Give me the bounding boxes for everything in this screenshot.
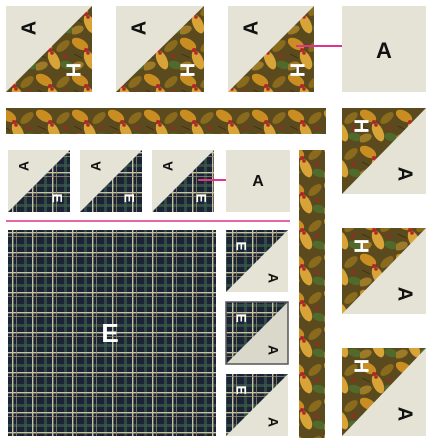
small-hst-block-2: A E [80,150,142,212]
small-hst-e-a-block-2: E A [226,302,288,364]
hst-block-1: A H [6,6,92,92]
square-a-small: A [226,150,290,212]
leaves-strip-horizontal [6,108,326,134]
label-h: H [62,63,84,77]
label-e: E [101,318,118,348]
label-a: A [265,345,281,355]
large-plaid-square-e: E [8,230,216,436]
label-a: A [376,38,392,63]
label-e: E [121,193,137,202]
hst-h-a-block-2: H A [342,228,426,314]
square-a-large: A [342,6,426,92]
label-a: A [160,161,176,171]
hst-block-3: A H [228,6,314,92]
label-a: A [128,21,150,35]
label-e: E [233,313,249,322]
label-a: A [265,417,281,427]
label-a: A [394,287,416,301]
label-a: A [252,173,264,190]
label-a: A [240,21,262,35]
label-h: H [286,63,308,77]
label-a: A [394,407,416,421]
label-a: A [18,21,40,35]
label-h: H [350,239,372,253]
label-e: E [233,385,249,394]
hst-h-a-block-1: H A [342,108,426,194]
label-a: A [88,161,104,171]
hst-block-2: A H [116,6,204,92]
small-hst-e-a-block-1: E A [226,230,288,292]
label-h: H [350,119,372,133]
small-hst-block-1: A E [8,150,70,212]
label-e: E [193,193,209,202]
label-e: E [233,241,249,250]
hst-h-a-block-3: H A [342,348,426,436]
label-a: A [265,273,281,283]
label-h: H [176,63,198,77]
label-e: E [49,193,65,202]
small-hst-e-a-block-3: E A [226,374,288,436]
leaves-strip-vertical [299,150,325,438]
label-h: H [350,359,372,373]
label-a: A [16,161,32,171]
label-a: A [394,167,416,181]
